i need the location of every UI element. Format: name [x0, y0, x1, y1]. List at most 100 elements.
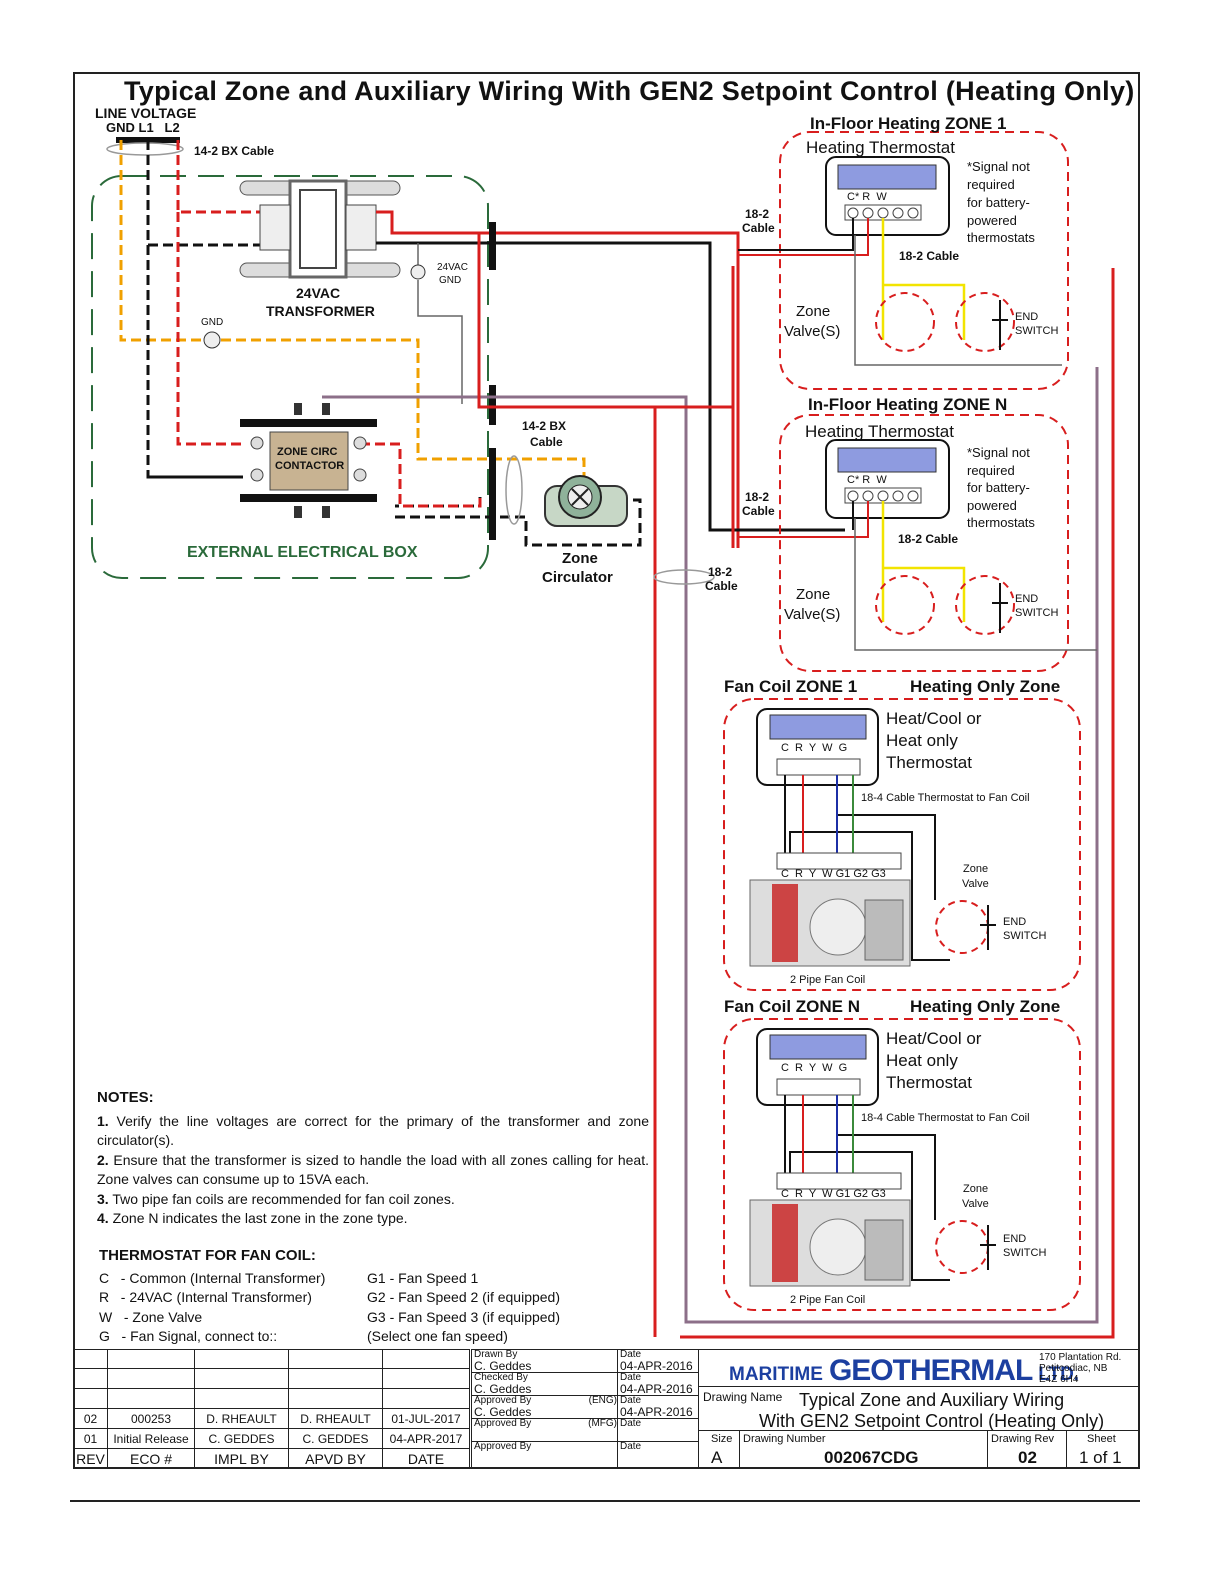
logo-word-1: MARITIME	[729, 1364, 823, 1385]
note-1-text: Verify the line voltages are correct for…	[97, 1112, 649, 1149]
note-4-text: Zone N indicates the last zone in the zo…	[108, 1210, 408, 1226]
rev-cell	[73, 1368, 108, 1389]
zoneN-terminal-labels: C* R W	[847, 474, 887, 486]
gnd-screw-24vac	[410, 264, 426, 280]
date-cell	[382, 1368, 470, 1389]
rev-cell	[73, 1388, 108, 1409]
impl-cell	[194, 1388, 289, 1409]
wire-circ	[395, 498, 642, 547]
approved-by-cell: Approved By	[471, 1441, 618, 1469]
zone1-terminals	[844, 204, 922, 221]
size-label: Size	[711, 1433, 733, 1445]
zoneN-title: In-Floor Heating ZONE N	[808, 395, 1008, 414]
fan1-motor	[864, 899, 904, 961]
fanN-display	[769, 1034, 867, 1060]
fanN-coil-label: 2 Pipe Fan Coil	[790, 1294, 866, 1306]
cable-clamp-bx	[505, 455, 523, 525]
zone1-note-1: *Signal not	[967, 159, 1030, 174]
circulator-label-2: Circulator	[542, 569, 613, 586]
mfg-tag: (MFG)	[588, 1418, 617, 1429]
apvd-02: D. RHEAULT	[288, 1408, 383, 1429]
rev-01: 01	[73, 1428, 108, 1449]
wire-secondary-black	[376, 241, 845, 532]
zone1-cable-182-2: Cable	[742, 221, 775, 235]
zoneN-cable-182-2: Cable	[742, 504, 775, 518]
zoneN-note-2: required	[967, 463, 1015, 478]
fan1-tstat-1: Heat/Cool or	[886, 709, 982, 728]
date-cell	[382, 1349, 470, 1369]
drawing-rev-cell: Drawing Rev 02	[987, 1430, 1067, 1469]
approved-eng-cell: Approved By(ENG) C. Geddes	[471, 1395, 618, 1419]
fanN-tstat-2: Heat only	[886, 1051, 958, 1070]
zone1-note-5: thermostats	[967, 230, 1035, 245]
notes-heading: NOTES:	[97, 1089, 154, 1106]
bx-cable-1: 14-2 BX	[522, 419, 567, 433]
eng-tag: (ENG)	[588, 1395, 617, 1406]
date-header: DATE	[382, 1448, 470, 1469]
fan1-coil-terms	[776, 852, 902, 870]
approved-by-label: Approved By	[474, 1441, 532, 1452]
zone1-title: In-Floor Heating ZONE 1	[810, 114, 1007, 133]
note-4-num: 4.	[97, 1210, 109, 1226]
note-2-num: 2.	[97, 1151, 109, 1168]
cable-clamp-line	[106, 142, 184, 156]
drawing-rev-value: 02	[1018, 1448, 1037, 1467]
number-label: Drawing Number	[743, 1433, 826, 1445]
fanN-valve-label-1: Zone	[963, 1183, 989, 1195]
sheet-value: 1 of 1	[1079, 1448, 1122, 1467]
eng-date: 04-APR-2016	[620, 1405, 693, 1419]
rev-cell	[73, 1349, 108, 1369]
impl-cell	[194, 1368, 289, 1389]
transformer	[239, 179, 401, 279]
zoneN-end-2: SWITCH	[1015, 607, 1059, 619]
checked-date-cell: Date 04-APR-2016	[617, 1372, 699, 1396]
wire-gnd	[119, 140, 586, 478]
zone1-cable-182-1: 18-2	[745, 207, 770, 221]
eco-cell	[107, 1368, 195, 1389]
fan1-tstat-3: Thermostat	[886, 753, 972, 772]
zoneN-thermostat-label: Heating Thermostat	[805, 422, 954, 441]
drawn-date-label: Date	[620, 1349, 642, 1360]
mfg-date-cell: Date	[617, 1418, 699, 1442]
zone1-display	[837, 164, 937, 190]
zone1-note-3: for battery-	[967, 195, 1030, 210]
zoneN-valve-label-1: Zone	[796, 586, 831, 603]
tstat-right-2: G2 - Fan Speed 2 (if equipped)	[367, 1289, 561, 1305]
size-value: A	[711, 1448, 723, 1467]
note-1: 1. Verify the line voltages are correct …	[97, 1112, 649, 1151]
zoneN-display	[837, 447, 937, 473]
zoneN-valve-2	[955, 575, 1015, 635]
drawn-by-name: C. Geddes	[474, 1359, 532, 1373]
zoneN-note-1: *Signal not	[967, 445, 1030, 460]
eco-01: Initial Release	[107, 1428, 195, 1449]
external-box-label: EXTERNAL ELECTRICAL BOX	[187, 544, 418, 561]
fan1-tstat-2: Heat only	[886, 731, 958, 750]
cable-182-1: 18-2	[708, 565, 733, 579]
gnd-24vac-2: GND	[439, 275, 462, 286]
fanN-tstat-1: Heat/Cool or	[886, 1029, 982, 1048]
zoneN-wire-r	[738, 501, 869, 538]
apvd-header: APVD BY	[288, 1448, 383, 1469]
zone1-valve-2	[955, 292, 1015, 352]
zone1-cable: 18-2 Cable	[899, 249, 960, 263]
number-cell: Drawing Number 002067CDG	[739, 1430, 988, 1469]
approved-mfg-label: Approved By	[474, 1418, 532, 1429]
wire-l1	[146, 140, 482, 508]
checked-by-cell: Checked By C. Geddes	[471, 1372, 618, 1396]
apvd-cell	[288, 1388, 383, 1409]
title-block: 02 000253 D. RHEAULT D. RHEAULT 01-JUL-2…	[73, 1349, 1140, 1469]
date-02: 01-JUL-2017	[382, 1408, 470, 1429]
wire-signal-purple	[322, 367, 1099, 1324]
fan1-valve-label-1: Zone	[963, 863, 989, 875]
eco-cell	[107, 1349, 195, 1369]
fan1-coil-terms-label: C R Y W G1 G2 G3	[781, 868, 886, 880]
note-4: 4. Zone N indicates the last zone in the…	[97, 1209, 649, 1229]
drawn-date: 04-APR-2016	[620, 1359, 693, 1373]
note-1-num: 1.	[97, 1112, 109, 1129]
note-2: 2. Ensure that the transformer is sized …	[97, 1151, 649, 1190]
drawing-rev-label: Drawing Rev	[991, 1433, 1054, 1445]
note-3: 3. Two pipe fan coils are recommended fo…	[97, 1190, 649, 1210]
line-cable-label: 14-2 BX Cable	[194, 144, 275, 158]
wire-secondary-red	[376, 210, 740, 548]
eco-header: ECO #	[107, 1448, 195, 1469]
